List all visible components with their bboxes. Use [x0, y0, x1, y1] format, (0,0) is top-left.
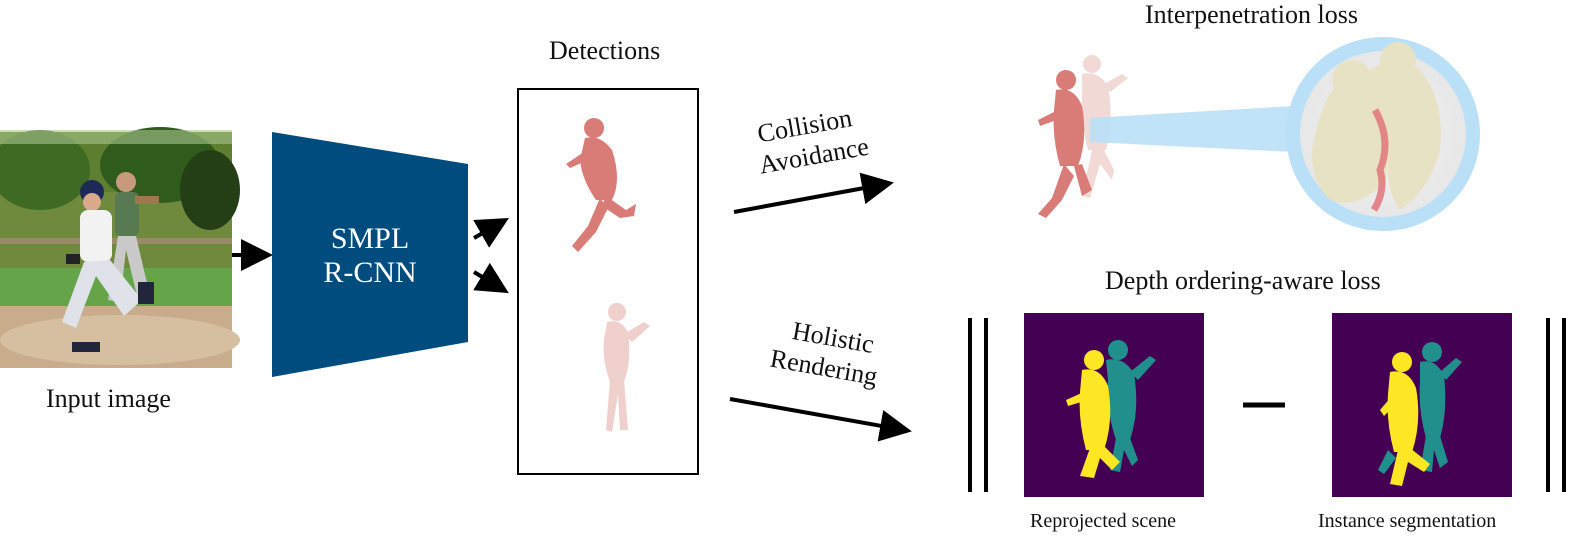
instance-segmentation-image	[1332, 313, 1512, 497]
reprojected-scene-image	[1024, 313, 1204, 497]
instance-segmentation-label: Instance segmentation	[1318, 510, 1497, 532]
detection-arrow-bottom	[472, 262, 509, 294]
detection-arrow-top	[473, 218, 509, 248]
interpenetration-illustration	[1038, 37, 1480, 231]
network-label-line2: R-CNN	[323, 256, 416, 289]
reprojected-scene-label: Reprojected scene	[1030, 510, 1177, 532]
collision-arrow	[733, 172, 894, 214]
depth-loss-label: Depth ordering-aware loss	[1105, 266, 1381, 295]
input-image	[0, 127, 240, 368]
detected-body-standing	[603, 303, 650, 432]
player-white-figure	[62, 180, 154, 352]
holistic-arrow	[729, 397, 912, 442]
network-label-line1: SMPL	[331, 222, 409, 255]
smpl-rcnn-block	[272, 132, 468, 377]
interpenetration-loss-label: Interpenetration loss	[1145, 0, 1358, 29]
detected-body-running	[566, 118, 636, 252]
input-image-label: Input image	[46, 384, 171, 413]
detections-label: Detections	[549, 36, 661, 65]
